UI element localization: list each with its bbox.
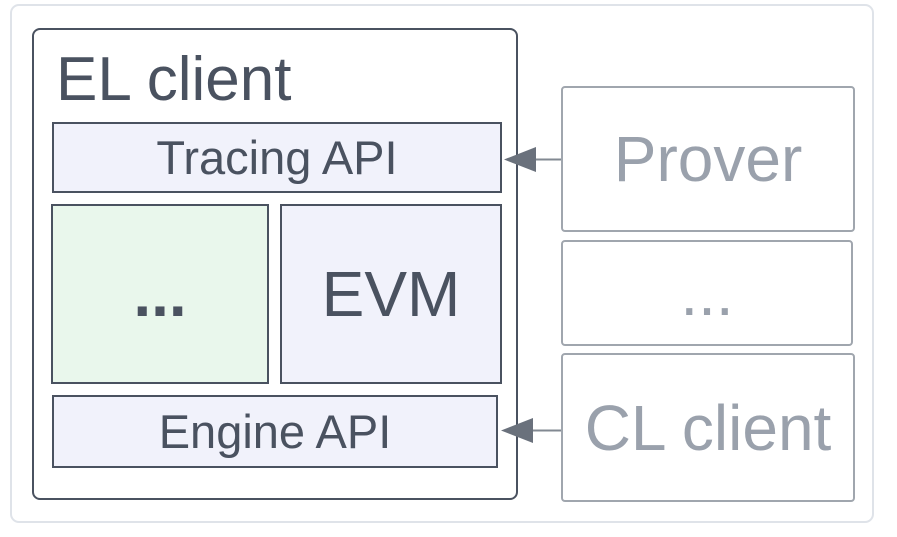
el-client-title: EL client [56, 45, 292, 114]
el-client-box: EL client Tracing API ... EVM Engine API [32, 28, 518, 500]
cl-client-box: CL client [561, 353, 855, 502]
engine-api-box: Engine API [52, 395, 498, 468]
el-modules-placeholder-box: ... [51, 204, 269, 384]
evm-box: EVM [280, 204, 502, 384]
prover-box: Prover [561, 86, 855, 232]
external-placeholder-box: ... [561, 240, 853, 346]
tracing-api-box: Tracing API [52, 122, 502, 193]
